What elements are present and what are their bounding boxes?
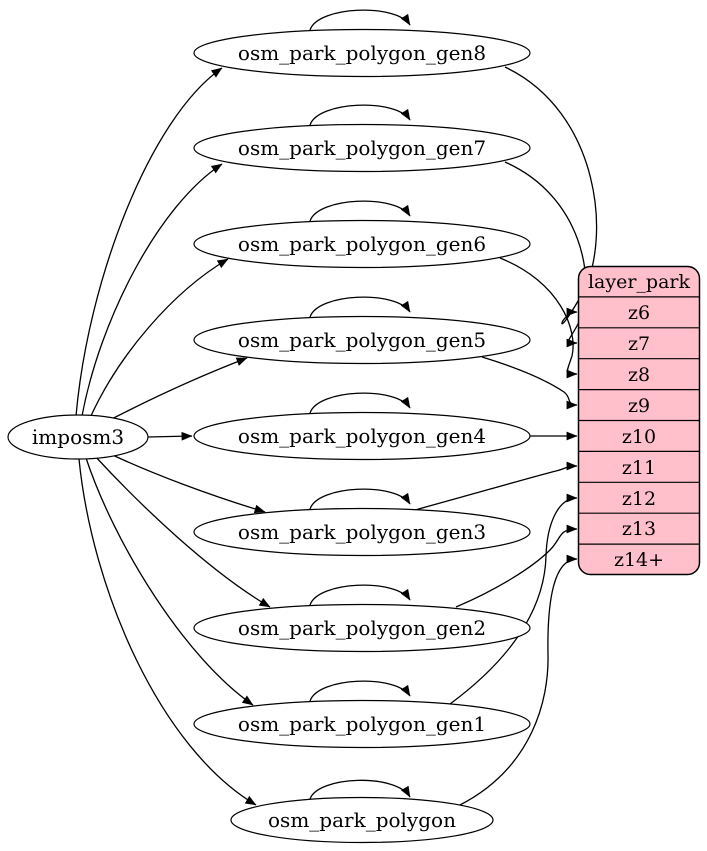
node-osm-park-polygon-gen4: osm_park_polygon_gen4 xyxy=(193,411,531,461)
layer-row-z10: z10 xyxy=(622,426,656,448)
node-osm-park-polygon: osm_park_polygon xyxy=(230,796,494,844)
table-nodes: osm_park_polygon_gen8 osm_park_polygon_g… xyxy=(193,28,531,844)
gen3-ellipse xyxy=(193,507,531,557)
node-osm-park-polygon-gen2: osm_park_polygon_gen2 xyxy=(193,603,531,653)
node-osm-park-polygon-gen1: osm_park_polygon_gen1 xyxy=(193,699,531,749)
edges xyxy=(75,9,598,806)
self-loop-gen7 xyxy=(309,104,411,126)
self-loop-gen3 xyxy=(309,488,411,510)
node-osm-park-polygon-gen7: osm_park_polygon_gen7 xyxy=(193,123,531,173)
edge-imposm3-gen1 xyxy=(85,457,254,706)
node-osm-park-polygon-gen3: osm_park_polygon_gen3 xyxy=(193,507,531,557)
gen2-ellipse xyxy=(193,603,531,653)
node-osm-park-polygon-gen6: osm_park_polygon_gen6 xyxy=(193,219,531,269)
edge-polygon-z14plus xyxy=(459,554,578,806)
layer-row-z13: z13 xyxy=(622,518,656,540)
polygon-ellipse xyxy=(230,796,494,844)
gen6-ellipse xyxy=(193,219,531,269)
layer-row-z7: z7 xyxy=(628,333,650,355)
gen1-label: osm_park_polygon_gen1 xyxy=(238,712,486,736)
imposm3-ellipse xyxy=(7,414,149,460)
self-loop-gen1 xyxy=(309,680,411,702)
layer-row-z14plus: z14+ xyxy=(614,549,664,571)
imposm3-label: imposm3 xyxy=(32,425,124,449)
gen4-label: osm_park_polygon_gen4 xyxy=(238,424,486,448)
layer-park-title: layer_park xyxy=(588,271,691,293)
layer-row-z12: z12 xyxy=(622,488,656,510)
gen4-ellipse xyxy=(193,411,531,461)
gen5-ellipse xyxy=(193,315,531,365)
edge-imposm3-gen6 xyxy=(89,258,229,419)
self-loop-gen2 xyxy=(309,584,411,606)
edge-gen5-z9 xyxy=(481,356,578,410)
edge-imposm3-gen4 xyxy=(147,431,193,441)
self-loop-gen4 xyxy=(309,392,411,414)
gen7-label: osm_park_polygon_gen7 xyxy=(238,136,486,160)
node-osm-park-polygon-gen8: osm_park_polygon_gen8 xyxy=(193,28,531,78)
edge-imposm3-gen3 xyxy=(103,450,266,514)
edge-imposm3-gen8 xyxy=(75,67,223,417)
layer-row-z9: z9 xyxy=(628,395,650,417)
gen2-label: osm_park_polygon_gen2 xyxy=(238,616,486,640)
edge-gen1-z12 xyxy=(449,493,578,705)
self-loop-gen6 xyxy=(309,200,411,222)
self-loop-gen5 xyxy=(309,296,411,318)
gen8-label: osm_park_polygon_gen8 xyxy=(238,41,486,65)
gen3-label: osm_park_polygon_gen3 xyxy=(238,520,486,544)
edge-gen2-z13 xyxy=(455,524,578,608)
node-layer-park: layer_park z6 z7 z8 z9 z10 z11 z12 z13 z… xyxy=(577,265,701,576)
edge-imposm3-gen5 xyxy=(101,357,248,425)
gen8-ellipse xyxy=(193,28,531,78)
layer-row-z11: z11 xyxy=(622,457,656,479)
edge-gen6-z8 xyxy=(499,257,578,379)
polygon-label: osm_park_polygon xyxy=(268,808,456,832)
node-imposm3: imposm3 xyxy=(7,414,149,460)
edge-imposm3-gen7 xyxy=(81,163,223,417)
self-loop-polygon xyxy=(309,779,411,800)
gen1-ellipse xyxy=(193,699,531,749)
edge-imposm3-gen2 xyxy=(93,454,271,608)
layer-row-z8: z8 xyxy=(628,364,650,386)
edge-gen3-z11 xyxy=(414,461,578,511)
node-osm-park-polygon-gen5: osm_park_polygon_gen5 xyxy=(193,315,531,365)
edge-imposm3-polygon xyxy=(78,458,257,806)
gen5-label: osm_park_polygon_gen5 xyxy=(238,328,486,352)
gen6-label: osm_park_polygon_gen6 xyxy=(238,232,486,256)
self-loop-gen8 xyxy=(309,9,411,31)
layer-row-z6: z6 xyxy=(628,302,650,324)
gen7-ellipse xyxy=(193,123,531,173)
